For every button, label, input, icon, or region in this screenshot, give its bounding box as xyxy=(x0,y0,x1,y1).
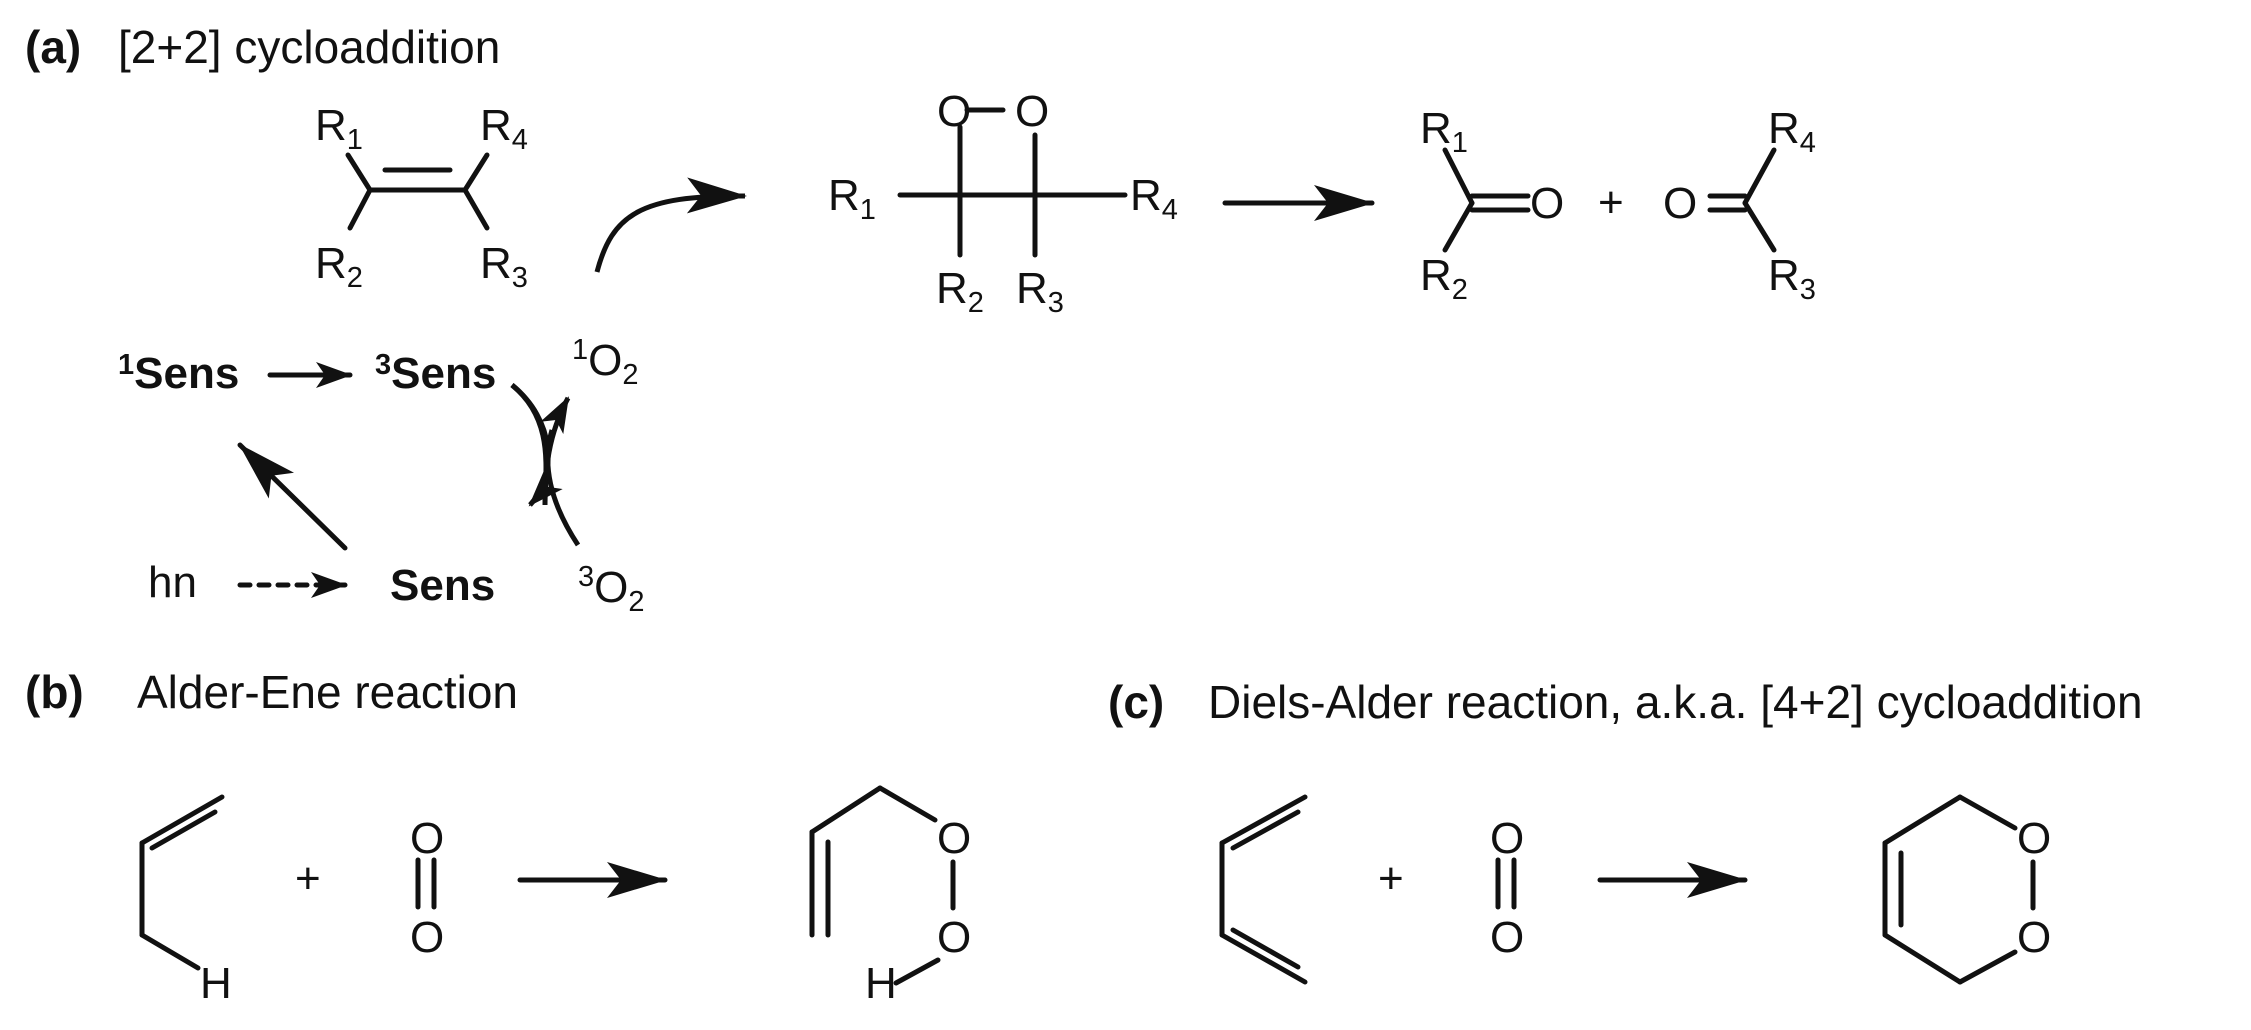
butadiene-diene xyxy=(1219,794,1308,985)
hydroperoxide-h: H xyxy=(865,959,897,1008)
product1-r1: R1 xyxy=(1420,104,1468,159)
allylic-h: H xyxy=(200,959,232,1008)
panel-a-letter: (a) xyxy=(25,21,81,73)
oxygen-molecule-c: O O xyxy=(1490,814,1524,962)
dioxetane-o-left: O xyxy=(937,87,971,136)
decay-arrow xyxy=(237,442,348,551)
dioxetane-o-right: O xyxy=(1015,87,1049,136)
oxygen-molecule-b: O O xyxy=(410,814,444,962)
dioxetane-r2: R2 xyxy=(936,264,984,319)
panel-a: (a) [2+2] cycloaddition R1 R4 R2 R3 O O xyxy=(25,21,1816,618)
endoperoxide-o2: O xyxy=(2017,913,2051,962)
svg-text:O: O xyxy=(1490,814,1524,863)
product1-r2: R2 xyxy=(1420,251,1468,306)
products-plus: + xyxy=(1598,178,1624,227)
endoperoxide-o1: O xyxy=(2017,814,2051,863)
svg-text:O: O xyxy=(410,814,444,863)
sens-ground-label: Sens xyxy=(390,561,495,610)
triplet-sens-label: 3Sens xyxy=(375,349,496,398)
svg-text:O: O xyxy=(1490,913,1524,962)
product1-o: O xyxy=(1530,179,1564,228)
sensitizer-cycle: 1Sens 3Sens 1O2 hn Sens 3O2 xyxy=(118,334,645,618)
dioxetane-r4: R4 xyxy=(1130,171,1178,226)
light-label: hn xyxy=(148,558,197,607)
dioxetane-r3: R3 xyxy=(1016,264,1064,319)
singlet-oxygen-attack-arrow xyxy=(594,177,747,273)
alkene-r3: R3 xyxy=(480,239,528,294)
singlet-sens-label: 1Sens xyxy=(118,349,239,398)
panel-b-letter: (b) xyxy=(25,666,84,718)
panel-c-title: Diels-Alder reaction, a.k.a. [4+2] cyclo… xyxy=(1208,676,2143,728)
triplet-oxygen-return-arrow xyxy=(545,429,581,547)
panel-c: (c) Diels-Alder reaction, a.k.a. [4+2] c… xyxy=(1108,676,2143,985)
alkene-ene-substrate: H xyxy=(139,794,232,1008)
alkene-r1: R1 xyxy=(315,101,363,156)
diels-alder-plus: + xyxy=(1378,854,1404,903)
panel-b: (b) Alder-Ene reaction H + O O O O H xyxy=(25,666,971,1008)
panel-c-letter: (c) xyxy=(1108,676,1164,728)
hydroperoxide-o2: O xyxy=(937,913,971,962)
product2-r3: R3 xyxy=(1768,251,1816,306)
hydroperoxide-o1: O xyxy=(937,814,971,863)
panel-a-title: [2+2] cycloaddition xyxy=(118,21,500,73)
dioxetane-r1: R1 xyxy=(828,171,876,226)
product2-r4: R4 xyxy=(1768,104,1816,159)
alkene-r4: R4 xyxy=(480,101,528,156)
svg-text:O: O xyxy=(410,913,444,962)
product2-o: O xyxy=(1663,179,1697,228)
panel-b-title: Alder-Ene reaction xyxy=(137,666,518,718)
alkene-r2: R2 xyxy=(315,239,363,294)
endoperoxide-product: O O xyxy=(1882,794,2051,985)
carbonyl-product-2: O R4 R3 xyxy=(1663,104,1816,306)
dioxetane-intermediate: O O R1 R4 R2 R3 xyxy=(828,87,1178,319)
ene-plus: + xyxy=(295,854,321,903)
allyl-hydroperoxide-product: O O H xyxy=(809,785,971,1008)
carbonyl-product-1: O R1 R2 xyxy=(1420,104,1564,306)
singlet-oxygen-label: 1O2 xyxy=(572,334,639,391)
triplet-oxygen-label: 3O2 xyxy=(578,561,645,618)
alkene-reactant: R1 R4 R2 R3 xyxy=(315,101,528,294)
